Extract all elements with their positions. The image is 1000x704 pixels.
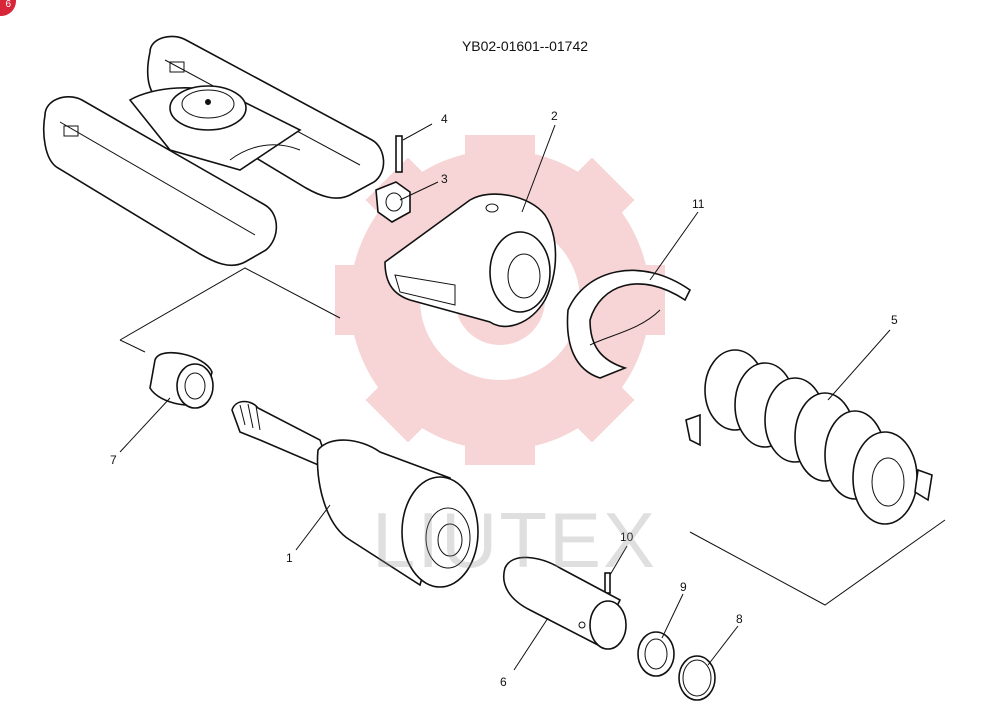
part-9-washer — [637, 631, 675, 677]
part-3-nut — [375, 181, 411, 223]
part-6-sleeve — [503, 556, 627, 650]
callout-8: 8 — [736, 612, 743, 626]
callout-9: 9 — [680, 580, 687, 594]
callout-10: 10 — [620, 530, 634, 544]
leader-line-right — [689, 519, 946, 606]
callout-4: 4 — [441, 112, 448, 126]
part-8-ring — [678, 655, 716, 701]
callout-7: 7 — [110, 453, 117, 467]
callout-1: 1 — [286, 551, 293, 565]
part-4-pin — [395, 135, 403, 173]
callout-6: 6 — [500, 675, 507, 689]
callout-2: 2 — [551, 109, 558, 123]
callout-11: 11 — [692, 197, 705, 211]
callout-5: 5 — [891, 313, 898, 327]
part-5-spring — [685, 349, 933, 525]
idler-yoke — [42, 35, 385, 267]
callout-3: 3 — [441, 172, 448, 186]
leader-line-left — [119, 267, 341, 341]
part-2-bracket — [384, 193, 557, 328]
part-7-bushing — [149, 351, 214, 409]
watermark-text: LIUTEX — [372, 496, 658, 584]
diagram-title: YB02-01601--01742 — [461, 38, 589, 54]
part-1-shaft — [231, 400, 479, 588]
callout-leaders — [119, 123, 891, 671]
part-11-cover — [566, 269, 692, 379]
